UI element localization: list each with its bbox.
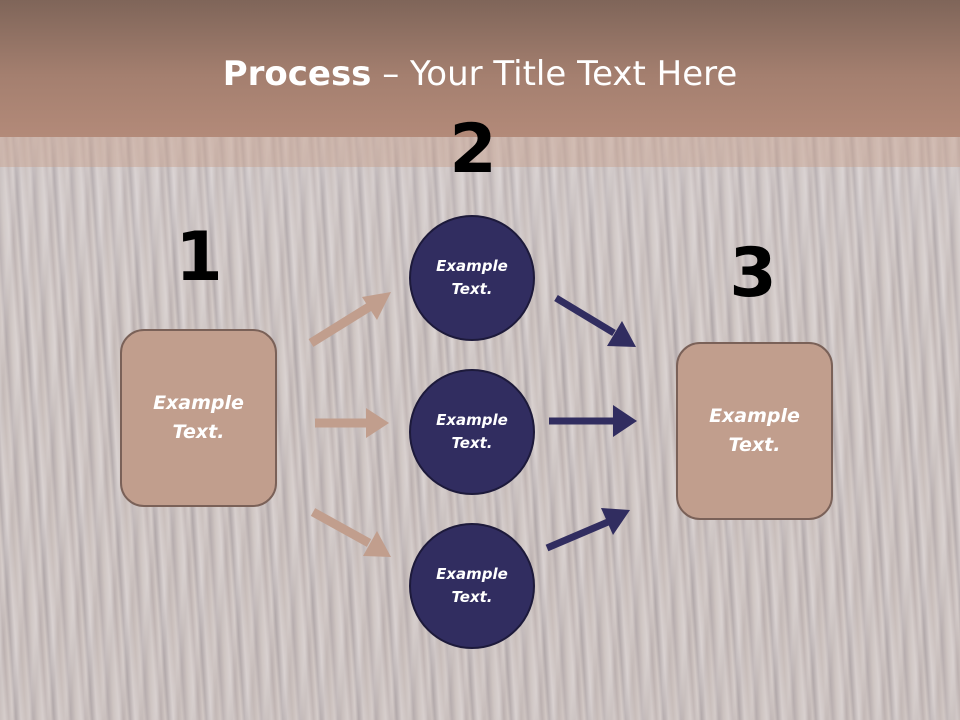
arrow-top-to-right (554, 295, 636, 347)
arrow-middle-to-right (549, 405, 637, 437)
title-rest: – Your Title Text Here (371, 54, 738, 94)
arrow-down-right-icon (310, 508, 372, 547)
step-number-1: 1 (175, 218, 223, 297)
arrowhead (362, 292, 391, 320)
arrow-up-right-icon (308, 303, 372, 347)
circle-middle-text: Example Text. (436, 411, 508, 452)
circle-top[interactable]: Example Text. (409, 215, 535, 341)
arrowhead (363, 531, 391, 557)
arrow-left-to-top (308, 292, 391, 347)
title-band (0, 137, 960, 167)
arrow-left-to-middle (315, 408, 389, 438)
left-box[interactable]: Example Text. (120, 329, 277, 507)
arrowhead (607, 321, 636, 347)
title-bar (0, 0, 960, 137)
arrowhead (366, 408, 389, 438)
right-box-text: Example Text. (709, 405, 800, 456)
arrow-left-to-bottom (310, 508, 391, 557)
arrow-up-right-icon (545, 518, 610, 552)
arrowhead (613, 405, 637, 437)
arrowhead (601, 508, 630, 535)
slide-title[interactable]: Process – Your Title Text Here (0, 52, 960, 96)
right-box[interactable]: Example Text. (676, 342, 833, 520)
circle-middle[interactable]: Example Text. (409, 369, 535, 495)
arrow-down-right-icon (554, 295, 616, 336)
title-bold: Process (222, 54, 372, 94)
left-box-text: Example Text. (153, 392, 244, 443)
circle-bottom-text: Example Text. (436, 565, 508, 606)
circle-bottom[interactable]: Example Text. (409, 523, 535, 649)
step-number-2: 2 (449, 110, 497, 189)
circle-top-text: Example Text. (436, 257, 508, 298)
arrow-bottom-to-right (545, 508, 630, 552)
step-number-3: 3 (729, 234, 777, 313)
